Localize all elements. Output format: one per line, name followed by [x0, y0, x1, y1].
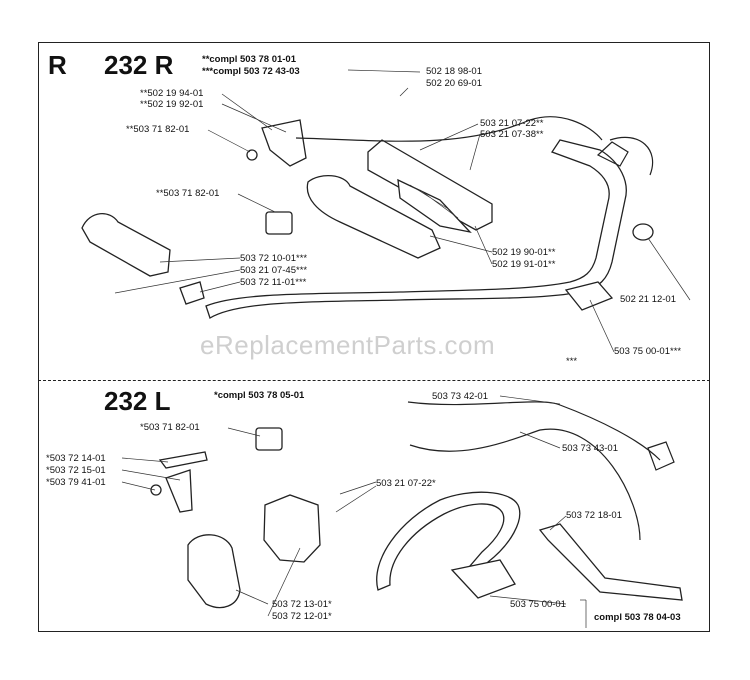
cable-l — [407, 401, 675, 541]
loop-handle-l — [376, 491, 521, 599]
part-label: 503 72 10-01*** — [240, 253, 308, 264]
section-letter: R — [48, 50, 67, 80]
compl-r-2: ***compl 503 72 43-03 — [202, 66, 300, 77]
part-label: 503 72 12-01* — [272, 611, 332, 622]
part-label: 503 72 13-01* — [272, 599, 332, 610]
part-label: 503 21 07-22* — [376, 478, 436, 489]
part-label: 503 21 07-45*** — [240, 265, 308, 276]
part-label: 503 72 18-01 — [566, 510, 622, 521]
handle-bar-l — [538, 523, 683, 601]
compl-l: *compl 503 78 05-01 — [214, 390, 305, 401]
lever-l — [150, 451, 208, 513]
part-label: 502 20 69-01 — [426, 78, 482, 89]
cable-r — [295, 116, 654, 176]
part-label: *503 72 14-01 — [46, 453, 106, 464]
handle-housing-l — [263, 494, 321, 563]
switch-l — [255, 427, 283, 451]
model-title-l: 232 L — [104, 386, 171, 416]
part-label: 503 75 00-01*** — [614, 346, 682, 357]
part-label: 503 21 07-38** — [480, 129, 544, 140]
part-label: 503 72 11-01*** — [240, 277, 307, 288]
part-label: **503 71 82-01 — [156, 188, 220, 199]
part-label: **502 19 94-01 — [140, 88, 204, 99]
leader-lines — [114, 69, 691, 628]
part-label: *503 71 82-01 — [140, 422, 200, 433]
model-title-r: 232 R — [104, 50, 174, 80]
part-label: **502 19 92-01 — [140, 99, 204, 110]
part-label: 502 21 12-01 — [620, 294, 676, 305]
part-label: 502 19 91-01** — [492, 259, 556, 270]
part-label: *503 79 41-01 — [46, 477, 106, 488]
loop-handle-bar-r — [205, 139, 627, 319]
part-label: 503 21 07-22** — [480, 118, 544, 129]
handle-grip-r — [306, 175, 441, 259]
part-label: 502 19 90-01** — [492, 247, 556, 258]
clamp-r — [179, 223, 654, 311]
switch-r — [265, 211, 293, 235]
part-label: 503 75 00-01 — [510, 599, 566, 610]
section-divider — [38, 380, 710, 381]
part-label: 503 73 43-01 — [562, 443, 618, 454]
front-grip-l — [187, 534, 241, 609]
throttle-lever-r — [246, 119, 307, 167]
part-label: 503 73 42-01 — [432, 391, 488, 402]
watermark: eReplacementParts.com — [200, 330, 496, 360]
compl-kit-l: compl 503 78 04-03 — [594, 612, 681, 623]
front-grip-r — [81, 213, 171, 277]
diagram-frame — [38, 42, 710, 632]
part-label: 502 18 98-01 — [426, 66, 482, 77]
part-label: **503 71 82-01 — [126, 124, 190, 135]
compl-r-1: **compl 503 78 01-01 — [202, 54, 297, 65]
part-label: *503 72 15-01 — [46, 465, 106, 476]
part-label: *** — [566, 356, 578, 367]
throttle-housing-r — [367, 139, 493, 234]
